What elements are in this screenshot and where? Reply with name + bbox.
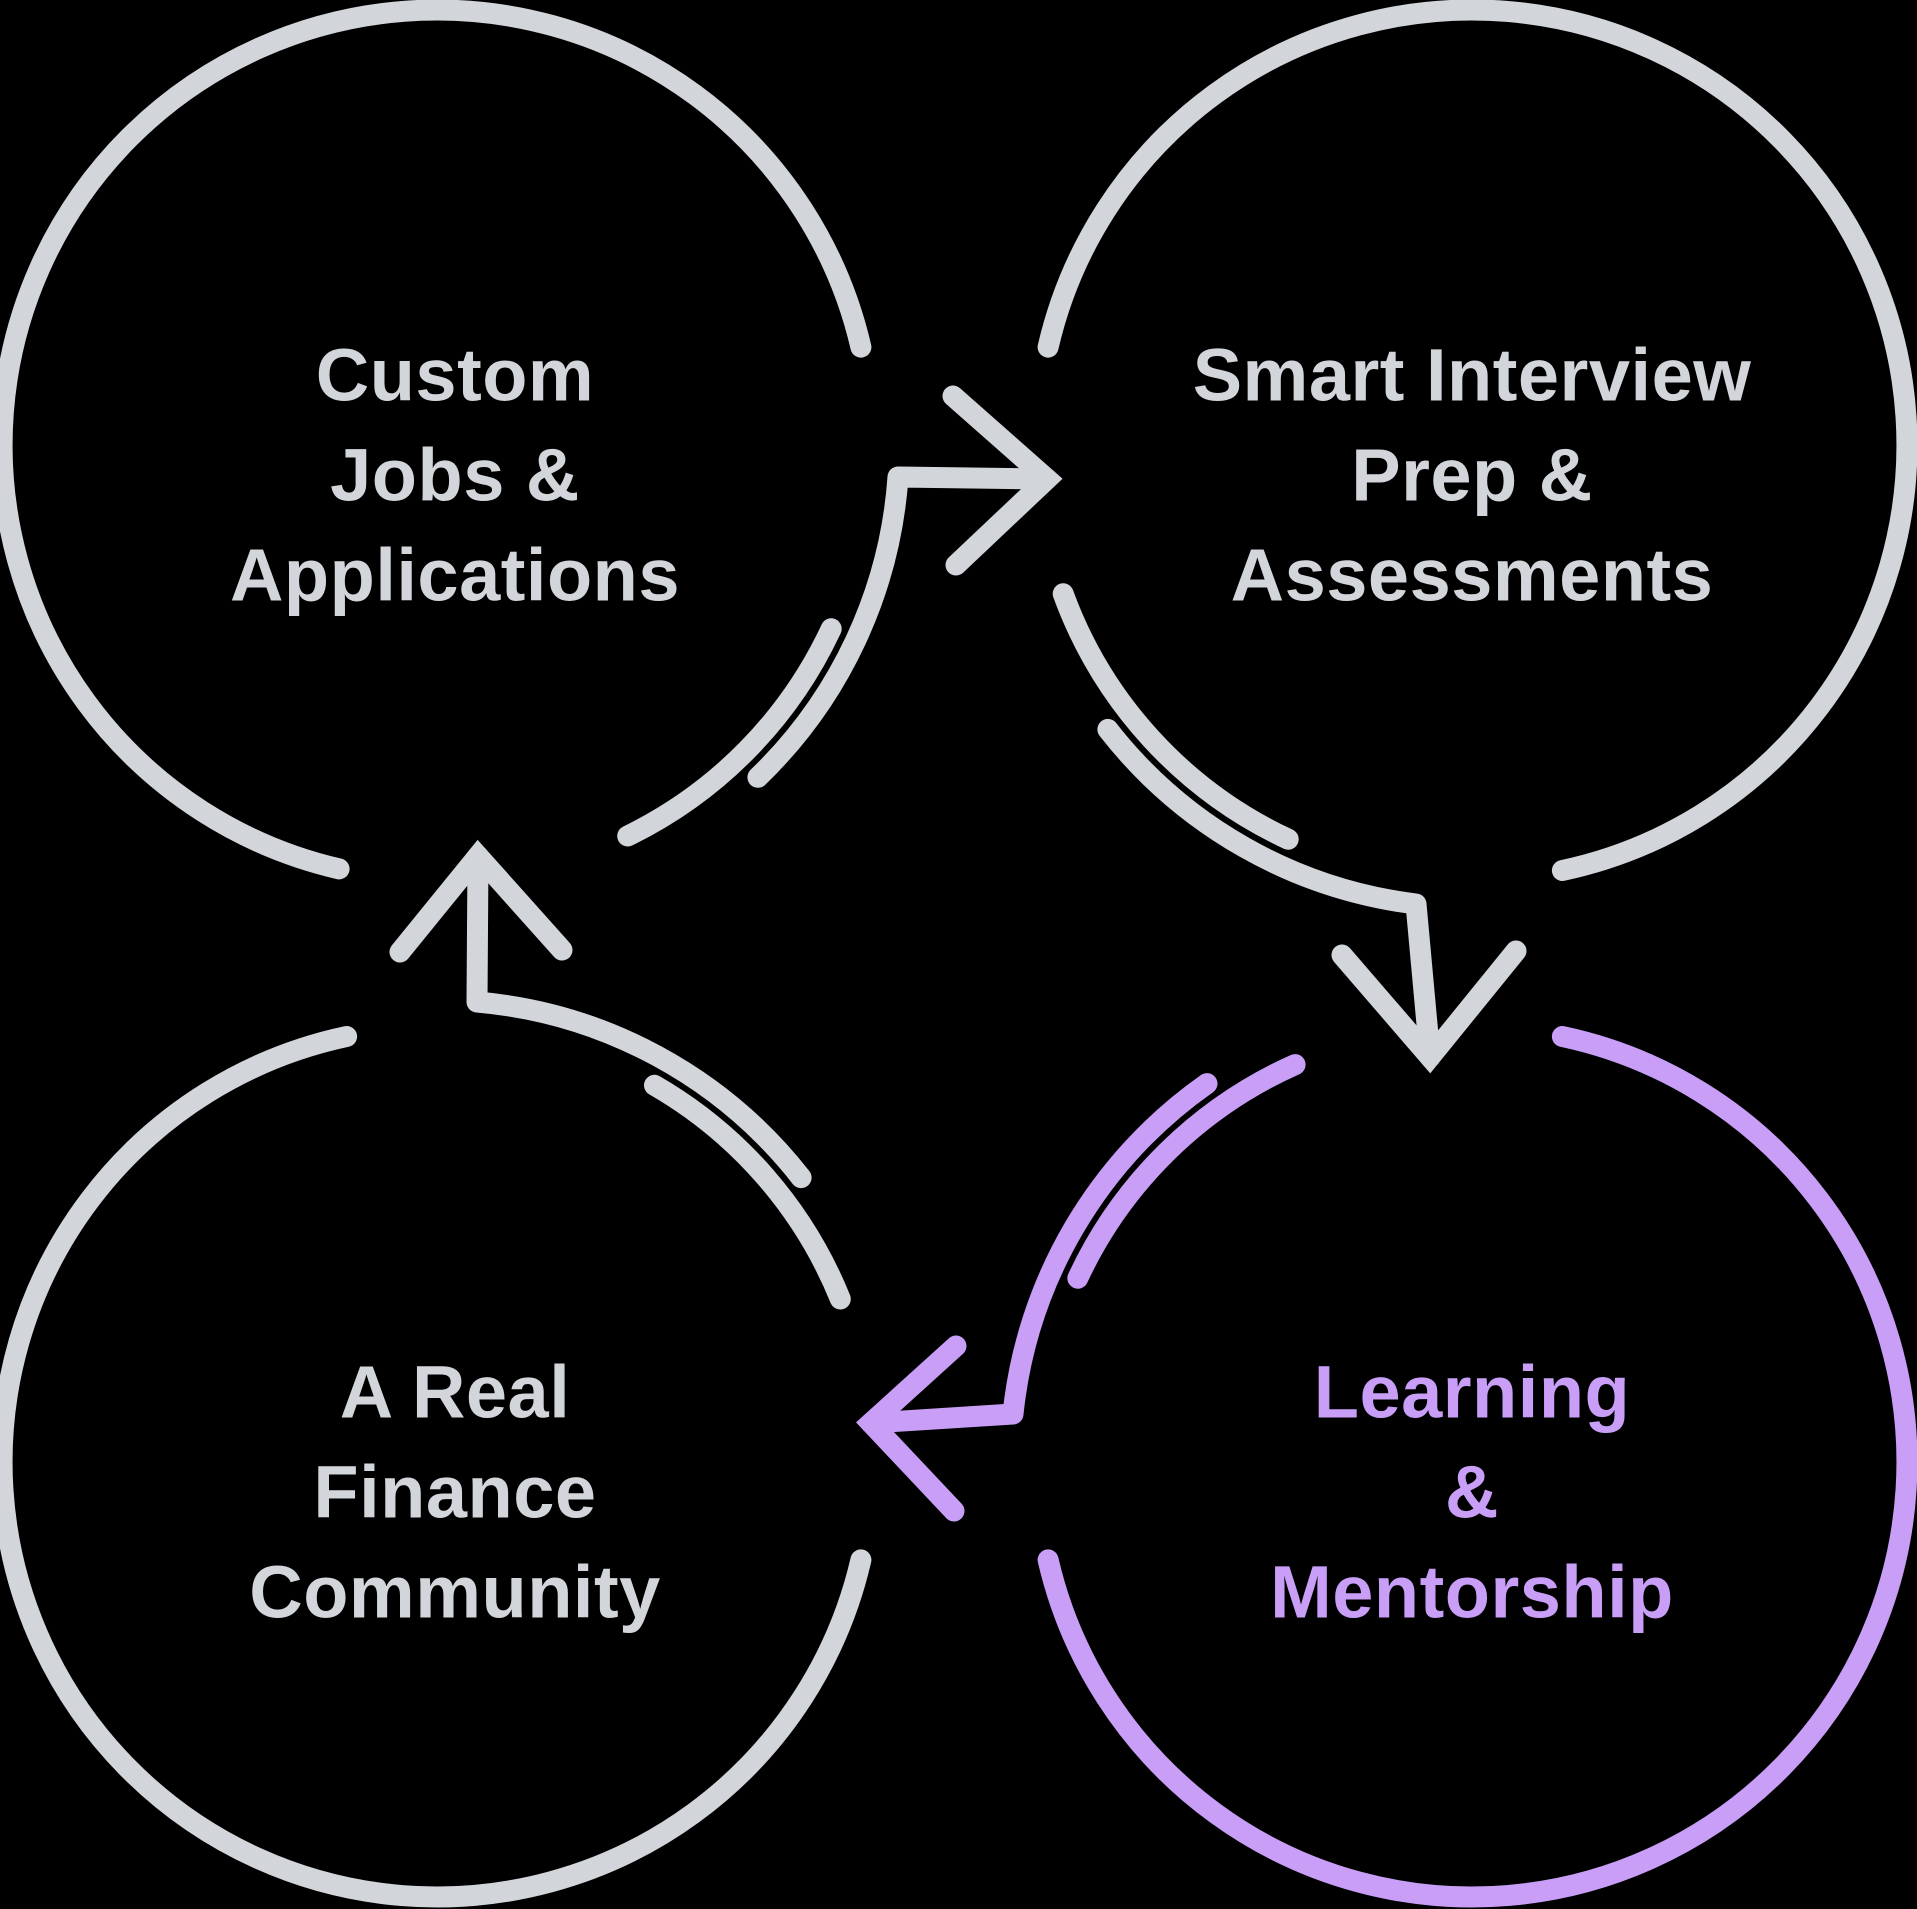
node-custom-jobs-applications-label-line: Applications xyxy=(230,534,680,617)
arrow-down-shaft xyxy=(1097,718,1441,1068)
node-real-finance-community-ring-arc xyxy=(644,1074,851,1310)
node-custom-jobs-applications-ring-arc xyxy=(0,0,872,880)
node-smart-interview-prep-assessments-label-line: Assessments xyxy=(1231,534,1714,617)
node-custom-jobs-applications-ring-arc xyxy=(617,618,842,847)
arrow-left-head xyxy=(856,1335,967,1522)
arrow-down-head xyxy=(1331,940,1527,1074)
node-custom-jobs-applications-label-line: Jobs & xyxy=(330,434,580,517)
node-real-finance-community-ring-arc xyxy=(0,1026,872,1908)
node-learning-mentorship-ring-arc xyxy=(1037,1026,1917,1908)
node-learning-mentorship: Learning & Mentorship xyxy=(1037,1026,1917,1908)
node-learning-mentorship-ring-arc xyxy=(1067,1054,1306,1289)
node-learning-mentorship-label-line: & xyxy=(1445,1451,1499,1534)
node-smart-interview-prep-assessments-ring-arc xyxy=(1037,0,1917,881)
arrow-right-icon xyxy=(747,385,1063,788)
node-real-finance-community-label-line: Finance xyxy=(313,1451,596,1534)
node-learning-mentorship-label-line: Learning xyxy=(1314,1351,1630,1434)
node-real-finance-community-label-line: A Real xyxy=(340,1351,571,1434)
arrow-right-head xyxy=(942,385,1063,576)
node-smart-interview-prep-assessments-ring-arc xyxy=(1052,583,1299,850)
node-real-finance-community-label-line: Community xyxy=(249,1551,661,1634)
arrow-left-icon xyxy=(856,1073,1218,1522)
node-smart-interview-prep-assessments-label-line: Prep & xyxy=(1351,434,1593,517)
arrow-up-icon xyxy=(389,839,812,1189)
node-smart-interview-prep-assessments-label-line: Smart Interview xyxy=(1193,334,1752,417)
node-learning-mentorship-label: Learning & Mentorship xyxy=(1270,1351,1674,1634)
arrow-left-shaft xyxy=(860,1073,1218,1434)
arrow-up-head xyxy=(389,839,573,963)
arrow-right-shaft xyxy=(747,466,1058,788)
node-custom-jobs-applications-label-line: Custom xyxy=(316,334,594,417)
arrow-down-icon xyxy=(1097,718,1527,1074)
node-learning-mentorship-label-line: Mentorship xyxy=(1270,1551,1674,1634)
arrow-up-shaft xyxy=(466,845,812,1189)
